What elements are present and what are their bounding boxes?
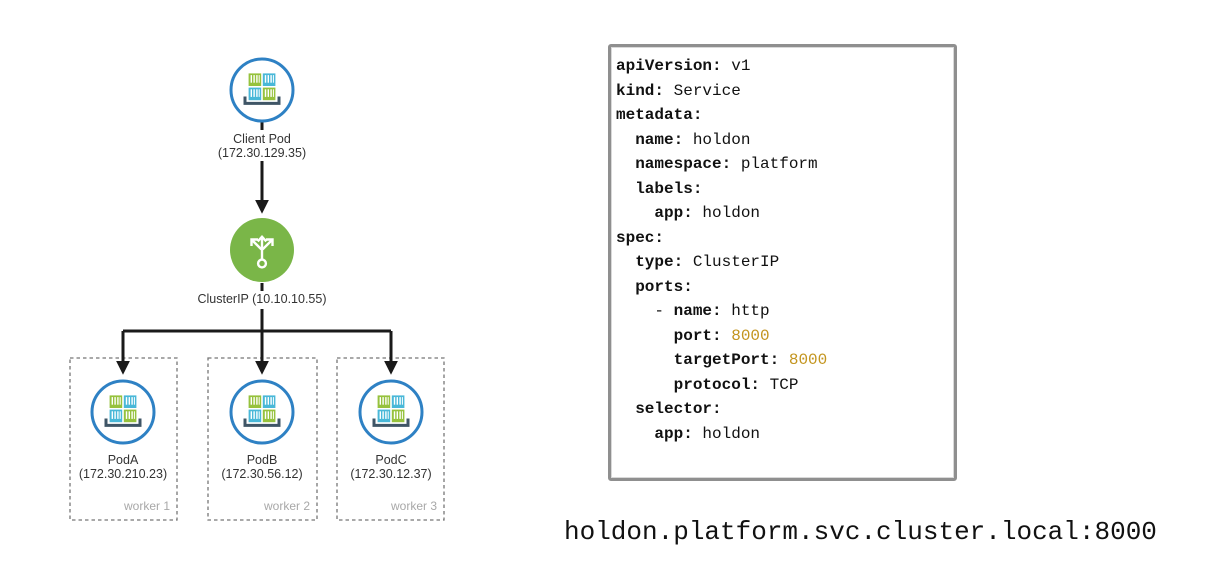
yaml-line: - name: http bbox=[616, 302, 770, 320]
yaml-line: protocol: TCP bbox=[673, 375, 799, 394]
poda-name: PodA bbox=[108, 453, 139, 467]
podb-name: PodB bbox=[247, 453, 278, 467]
worker1-label: worker 1 bbox=[123, 499, 170, 513]
poda-ip: (172.30.210.23) bbox=[79, 467, 167, 481]
worker3-label: worker 3 bbox=[390, 499, 437, 513]
podc-node: PodC (172.30.12.37) worker 3 bbox=[350, 381, 437, 513]
yaml-line: labels: bbox=[635, 179, 703, 198]
diagram-connectors bbox=[116, 122, 398, 375]
yaml-line: port: 8000 bbox=[673, 326, 770, 345]
yaml-code: apiVersion: v1 kind: Service metadata: nam… bbox=[616, 54, 950, 446]
yaml-line: type: ClusterIP bbox=[635, 253, 780, 271]
load-balancer-arrows-icon bbox=[228, 216, 296, 284]
podb-ip: (172.30.56.12) bbox=[221, 467, 302, 481]
pod-containers-icon bbox=[360, 381, 422, 443]
client-pod-node: Client Pod (172.30.129.35) bbox=[218, 59, 306, 160]
yaml-line: metadata: bbox=[616, 106, 703, 124]
pod-containers-icon bbox=[92, 381, 154, 443]
cluster-diagram: Client Pod (172.30.129.35) ClusterIP (10… bbox=[69, 0, 445, 521]
podb-node: PodB (172.30.56.12) worker 2 bbox=[221, 381, 310, 513]
service-yaml-panel: apiVersion: v1 kind: Service metadata: nam… bbox=[608, 44, 957, 481]
yaml-line: ports: bbox=[635, 277, 693, 296]
clusterip-label: ClusterIP (10.10.10.55) bbox=[197, 292, 326, 306]
clusterip-node: ClusterIP (10.10.10.55) bbox=[197, 216, 327, 306]
client-pod-name: Client Pod bbox=[233, 132, 291, 146]
dns-address: holdon.platform.svc.cluster.local:8000 bbox=[564, 517, 1157, 547]
yaml-line: targetPort: 8000 bbox=[673, 351, 828, 369]
podc-ip: (172.30.12.37) bbox=[350, 467, 431, 481]
client-pod-ip: (172.30.129.35) bbox=[218, 146, 306, 160]
yaml-line: apiVersion: v1 bbox=[616, 57, 751, 75]
yaml-line: selector: bbox=[635, 400, 722, 418]
yaml-line: name: holdon bbox=[635, 130, 751, 149]
yaml-line: app: holdon bbox=[654, 204, 761, 222]
yaml-line: kind: Service bbox=[616, 81, 741, 100]
yaml-line: app: holdon bbox=[654, 424, 761, 443]
worker2-label: worker 2 bbox=[263, 499, 310, 513]
yaml-line: namespace: platform bbox=[635, 155, 818, 173]
pod-containers-icon bbox=[231, 59, 293, 121]
podc-name: PodC bbox=[375, 453, 406, 467]
pod-containers-icon bbox=[231, 381, 293, 443]
yaml-line: spec: bbox=[616, 228, 665, 247]
poda-node: PodA (172.30.210.23) worker 1 bbox=[79, 381, 170, 513]
